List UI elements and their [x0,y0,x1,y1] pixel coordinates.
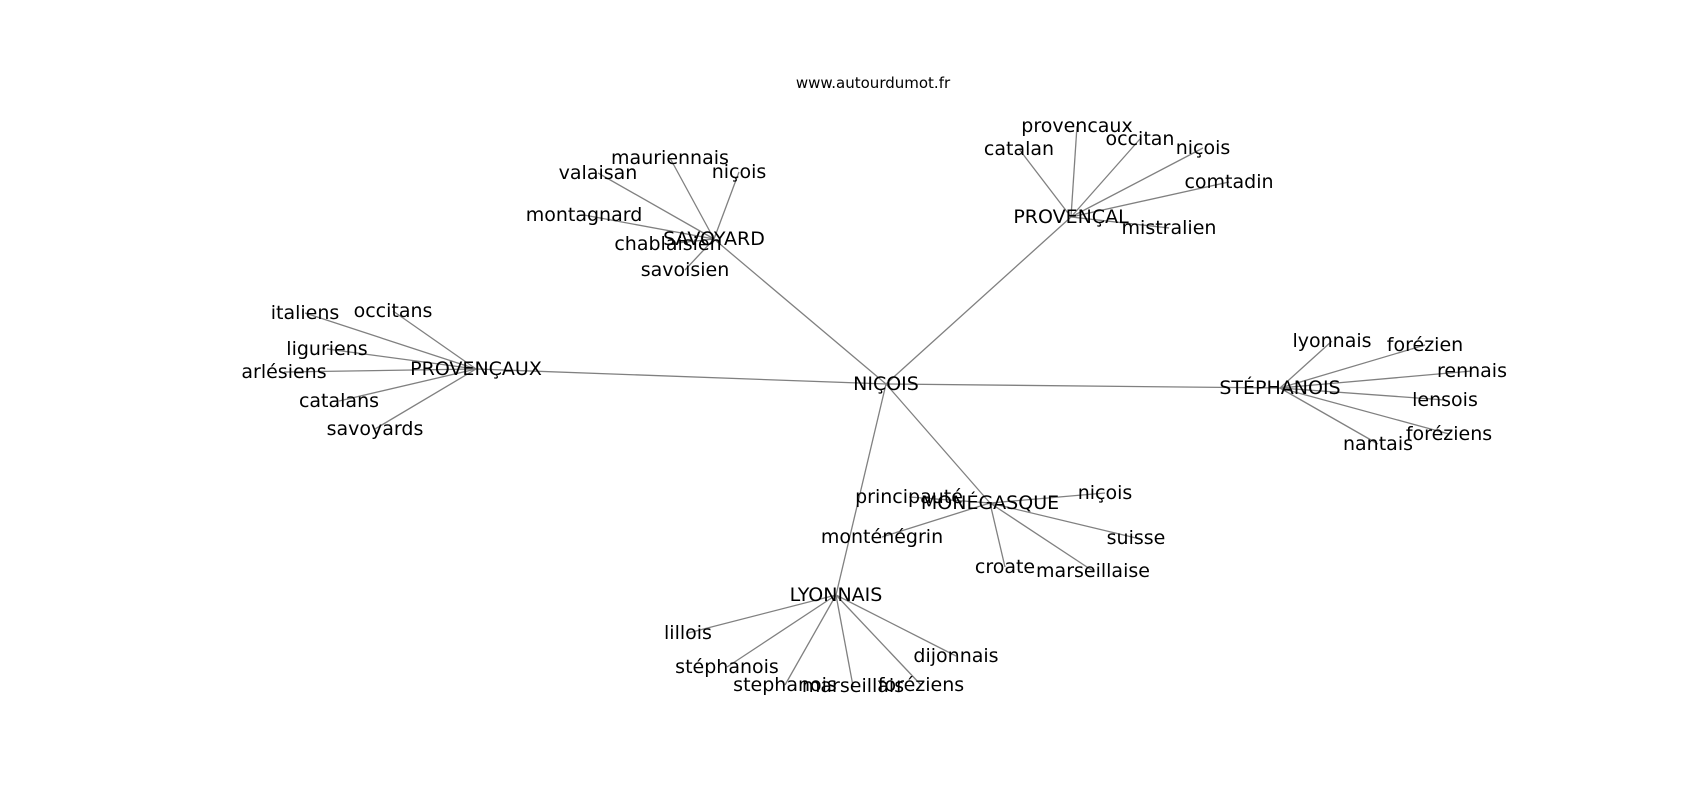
child-node-label[interactable]: niçois [712,161,767,183]
child-node-label[interactable]: niçois [1176,137,1231,159]
child-node-label[interactable]: monténégrin [821,526,943,548]
edge-group-to-child [1279,340,1333,389]
child-node-label[interactable]: forézien [1387,334,1463,356]
edge-group-to-child [713,171,740,240]
edge-group-to-child [1279,370,1473,389]
edge-group-to-child [835,594,922,686]
edge-center-to-group [713,238,887,385]
center-node-label[interactable]: NIÇOIS [853,373,919,395]
edge-group-to-child [989,502,1006,568]
child-node-label[interactable]: liguriens [286,338,367,360]
child-node-label[interactable]: lillois [664,622,712,644]
child-node-label[interactable]: chablaisien [614,233,721,255]
edges-layer [283,125,1473,687]
edge-group-to-child [338,368,477,402]
child-node-label[interactable]: dijonnais [913,645,998,667]
child-node-label[interactable]: mauriennais [611,147,729,169]
edge-group-to-child [1279,387,1446,401]
edge-group-to-child [374,368,477,430]
edge-group-to-child [1279,387,1450,435]
child-node-label[interactable]: niçois [1078,482,1133,504]
child-node-label[interactable]: marseillaise [1036,560,1150,582]
group-node-label[interactable]: STÉPHANOIS [1219,376,1340,399]
edge-group-to-child [283,368,477,373]
child-node-label[interactable]: comtadin [1184,171,1273,193]
child-node-label[interactable]: rennais [1437,360,1507,382]
edge-group-to-child [726,594,837,668]
edge-group-to-child [989,502,1094,572]
edge-group-to-child [784,594,837,686]
edge-group-to-child [669,157,715,240]
edge-group-to-child [392,310,477,370]
edge-group-to-child [835,594,854,687]
child-node-label[interactable]: nantais [1343,433,1413,455]
child-node-label[interactable]: stephanois [733,674,837,696]
edge-group-to-child [684,238,715,271]
edge-center-to-group [885,216,1072,385]
edge-group-to-child [326,348,477,370]
edge-group-to-child [1070,125,1078,218]
child-node-label[interactable]: montagnard [526,204,643,226]
child-node-label[interactable]: occitan [1106,128,1175,150]
child-node-label[interactable]: suisse [1107,527,1166,549]
edge-group-to-child [835,594,957,657]
child-node-label[interactable]: italiens [271,302,340,324]
source-label: www.autourdumot.fr [796,74,951,92]
child-node-label[interactable]: catalan [984,138,1054,160]
edge-group-to-child [1070,181,1230,218]
labels-layer: NIÇOISSAVOYARDmauriennaisniçoisvalaisanm… [241,115,1507,697]
child-node-label[interactable]: mistralien [1122,217,1217,239]
edge-group-to-child [1279,387,1379,445]
child-node-label[interactable]: lyonnais [1292,330,1371,352]
edge-group-to-child [1070,216,1170,229]
edge-group-to-child [304,312,477,370]
child-node-label[interactable]: foréziens [878,674,964,696]
edge-group-to-child [597,172,715,240]
group-node-label[interactable]: MONÉGASQUE [921,491,1059,514]
edge-center-to-group [885,383,1281,389]
edge-group-to-child [1018,148,1072,218]
child-node-label[interactable]: foréziens [1406,423,1492,445]
child-node-label[interactable]: lensois [1412,389,1478,411]
child-node-label[interactable]: occitans [354,300,433,322]
edge-center-to-group [835,383,887,596]
child-node-label[interactable]: marseillais [802,675,904,697]
edge-group-to-child [1279,344,1426,389]
child-node-label[interactable]: stéphanois [675,656,779,678]
group-node-label[interactable]: LYONNAIS [790,584,883,606]
edge-group-to-child [989,492,1106,504]
child-node-label[interactable]: principauté [855,486,963,508]
edge-group-to-child [687,594,837,634]
edge-center-to-group [475,368,887,385]
child-node-label[interactable]: provencaux [1021,115,1132,137]
edge-group-to-child [881,502,991,538]
child-node-label[interactable]: arlésiens [241,361,326,383]
edge-group-to-child [583,214,715,240]
edge-group-to-child [1070,138,1141,218]
edge-group-to-child [667,238,715,245]
child-node-label[interactable]: savoisien [641,259,730,281]
edge-group-to-child [908,496,991,504]
child-node-label[interactable]: catalans [299,390,379,412]
group-node-label[interactable]: SAVOYARD [663,228,765,250]
edge-center-to-group [885,383,991,504]
group-node-label[interactable]: PROVENÇAUX [410,358,542,380]
edge-group-to-child [989,502,1137,539]
group-node-label[interactable]: PROVENÇAL [1013,206,1129,228]
child-node-label[interactable]: valaisan [559,162,638,184]
child-node-label[interactable]: croate [975,556,1035,578]
edge-group-to-child [1070,147,1204,218]
child-node-label[interactable]: savoyards [327,418,424,440]
